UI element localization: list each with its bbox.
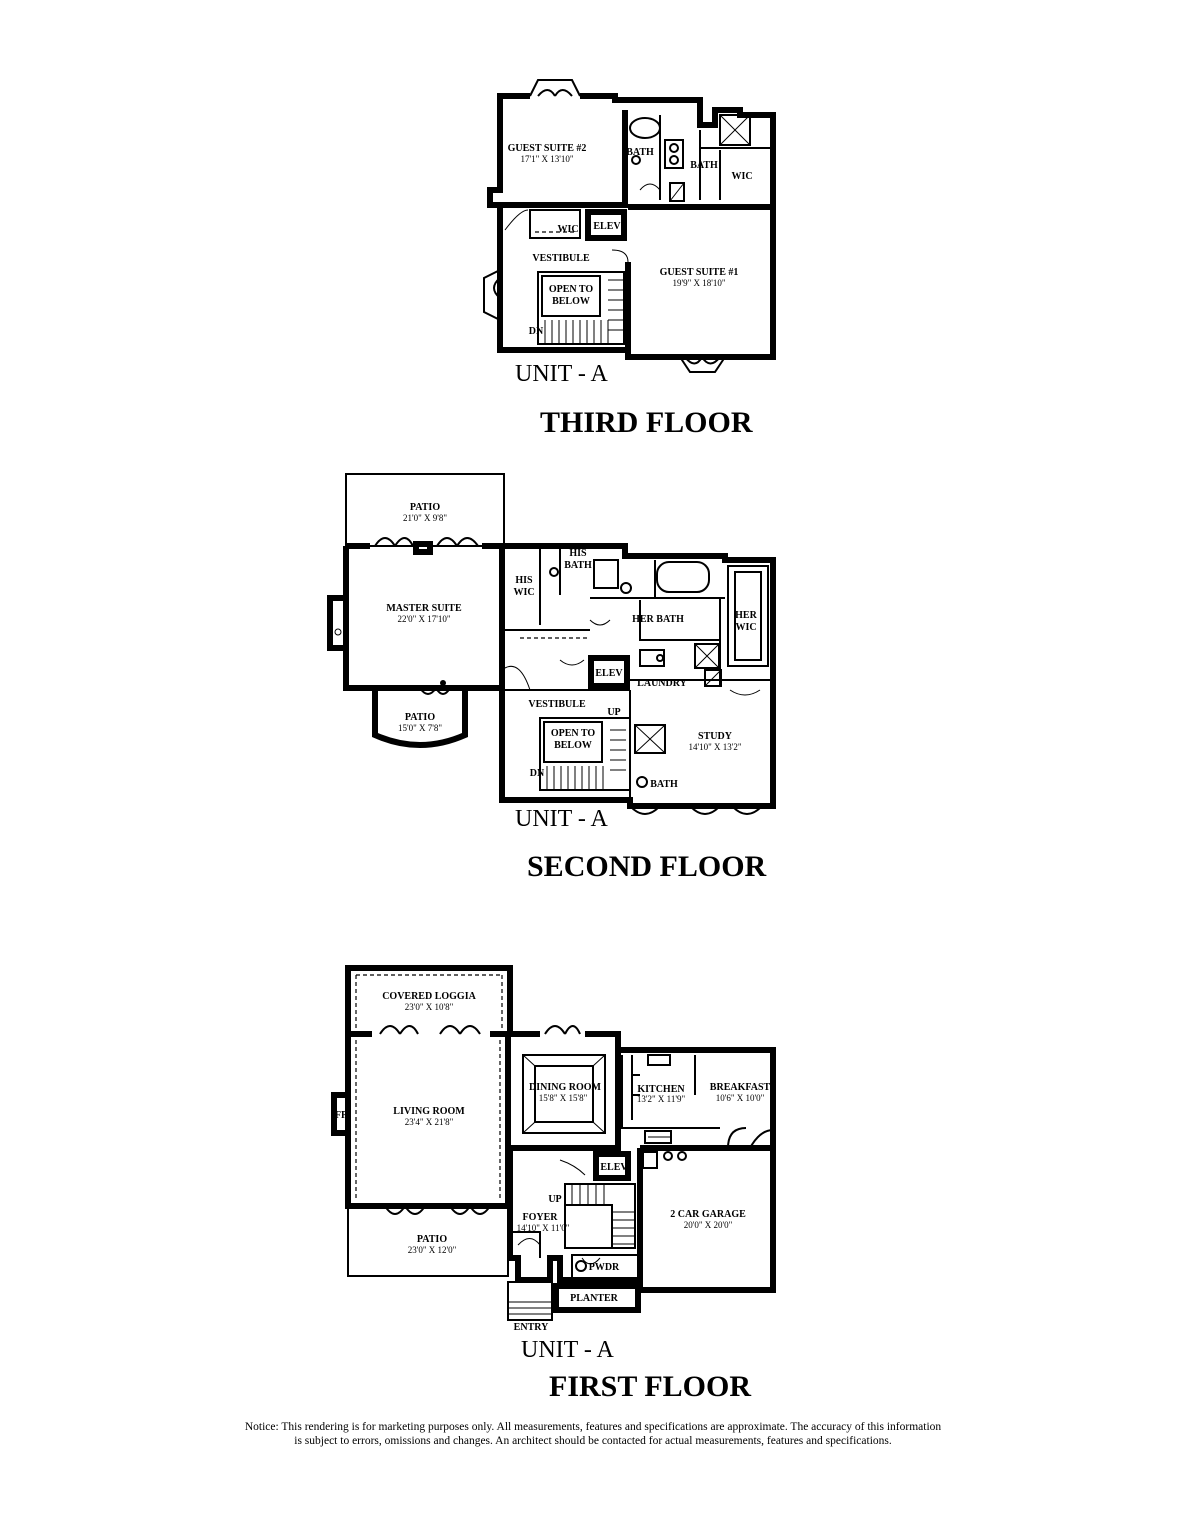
- her-bath-label: HER BATH: [632, 614, 684, 625]
- breakfast-label: BREAKFAST: [710, 1082, 771, 1093]
- stair-treads-first: [571, 1184, 635, 1245]
- entry-label: ENTRY: [514, 1322, 549, 1333]
- second-floor-unit: UNIT - A: [515, 806, 609, 832]
- stair-treads-third: [544, 279, 624, 344]
- her-wic-label-2: WIC: [735, 622, 756, 633]
- living-room-dim: 23'4" X 21'8": [405, 1117, 454, 1127]
- first-floor-title: FIRST FLOOR: [549, 1370, 751, 1403]
- elev-label: ELEV: [593, 221, 621, 232]
- up-label-2: UP: [607, 707, 620, 718]
- study-dim: 14'10" X 13'2": [688, 742, 741, 752]
- bath-label-a: BATH: [626, 147, 654, 158]
- his-wic-label-1: HIS: [515, 575, 533, 586]
- kitchen-dim: 13'2" X 11'9": [637, 1094, 686, 1104]
- guest-suite-1-dim: 19'9" X 18'10": [672, 278, 725, 288]
- guest-suite-2-dim: 17'1" X 13'10": [520, 154, 573, 164]
- breakfast-dim: 10'6" X 10'0": [716, 1093, 765, 1103]
- bath-label-b: BATH: [690, 160, 718, 171]
- garage-label: 2 CAR GARAGE: [670, 1209, 746, 1220]
- patio-top-dim: 21'0" X 9'8": [403, 513, 447, 523]
- open-to-label: OPEN TO: [549, 284, 594, 295]
- study-label: STUDY: [698, 731, 733, 742]
- below-label: BELOW: [552, 296, 590, 307]
- laundry-label: LAUNDRY: [637, 678, 687, 689]
- wic-label: WIC: [731, 171, 752, 182]
- guest-suite-1-label: GUEST SUITE #1: [660, 267, 739, 278]
- disclaimer-line-2: is subject to errors, omissions and chan…: [294, 1435, 892, 1447]
- vestibule-label-2: VESTIBULE: [528, 699, 586, 710]
- second-floor-title: SECOND FLOOR: [527, 850, 767, 883]
- planter-label: PLANTER: [570, 1293, 619, 1304]
- up-label-1: UP: [548, 1194, 561, 1205]
- patio-dim: 23'0" X 12'0": [408, 1245, 457, 1255]
- master-suite-label: MASTER SUITE: [386, 603, 462, 614]
- vestibule-label: VESTIBULE: [532, 253, 590, 264]
- powder-room-label: PWDR: [589, 1262, 620, 1273]
- his-bath-label-2: BATH: [564, 560, 592, 571]
- master-suite-dim: 22'0" X 17'10": [397, 614, 450, 624]
- stair-treads-second: [546, 729, 626, 790]
- dining-room-dim: 15'8" X 15'8": [539, 1093, 588, 1103]
- first-floor-unit: UNIT - A: [521, 1337, 615, 1363]
- open-to-label-2: OPEN TO: [551, 728, 596, 739]
- loggia-dim: 23'0" X 10'8": [405, 1002, 454, 1012]
- disclaimer-notice: Notice: This rendering is for marketing …: [150, 1420, 1036, 1448]
- dn-label: DN: [529, 326, 544, 337]
- patio-top-label: PATIO: [410, 502, 440, 513]
- wic-label-2: WIC: [557, 224, 578, 235]
- dn-label-2: DN: [530, 768, 545, 779]
- her-wic-label-1: HER: [735, 610, 757, 621]
- living-room-label: LIVING ROOM: [393, 1106, 465, 1117]
- kitchen-label: KITCHEN: [637, 1084, 685, 1095]
- patio-label: PATIO: [417, 1234, 447, 1245]
- his-wic-label-2: WIC: [513, 587, 534, 598]
- his-bath-label-1: HIS: [569, 548, 587, 559]
- second-floor-plan: PATIO 21'0" X 9'8" MASTER SUITE 22'0" X …: [327, 473, 776, 883]
- patio-bottom-dim: 15'0" X 7'8": [398, 723, 442, 733]
- bath-label-2: BATH: [650, 779, 678, 790]
- disclaimer-line-1: Notice: This rendering is for marketing …: [244, 1421, 942, 1433]
- foyer-label: FOYER: [523, 1212, 559, 1223]
- third-floor-plan: GUEST SUITE #2 17'1" X 13'10" BATH BATH …: [483, 79, 776, 439]
- loggia-label: COVERED LOGGIA: [382, 991, 476, 1002]
- below-label-2: BELOW: [554, 740, 592, 751]
- foyer-dim: 14'10" X 11'0": [517, 1223, 570, 1233]
- fireplace-label: FP: [335, 1110, 347, 1121]
- dining-room-label: DINING ROOM: [529, 1082, 602, 1093]
- third-floor-title: THIRD FLOOR: [540, 406, 753, 439]
- garage-dim: 20'0" X 20'0": [684, 1220, 733, 1230]
- patio-bottom-label: PATIO: [405, 712, 435, 723]
- elev-label-2: ELEV: [595, 668, 623, 679]
- first-floor-plan: COVERED LOGGIA 23'0" X 10'8" LIVING ROOM…: [331, 965, 776, 1403]
- guest-suite-2-label: GUEST SUITE #2: [508, 143, 587, 154]
- elev-label-1: ELEV: [600, 1162, 628, 1173]
- third-floor-unit: UNIT - A: [515, 361, 609, 387]
